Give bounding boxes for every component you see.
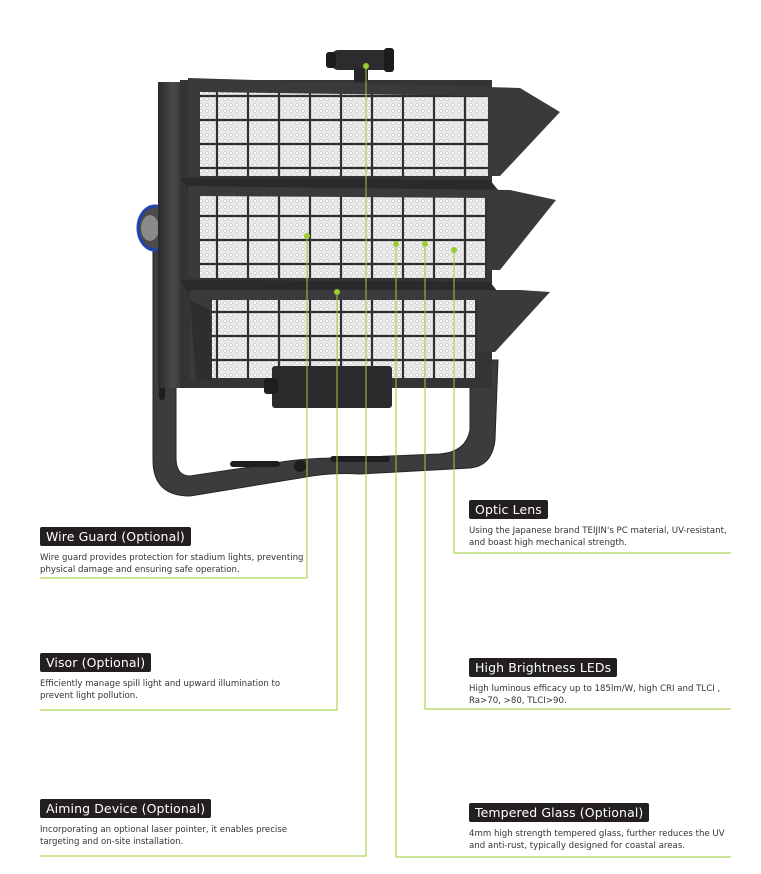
feature-tempered-glass: Tempered Glass (Optional) 4mm high stren… bbox=[469, 803, 731, 852]
feature-aiming-device: Aiming Device (Optional) Incorporating a… bbox=[40, 799, 308, 848]
callout-line-visor bbox=[40, 292, 338, 711]
feature-title: Wire Guard (Optional) bbox=[40, 527, 191, 546]
driver-box bbox=[272, 366, 392, 408]
callout-line-wire-guard bbox=[40, 236, 308, 579]
callout-line-aiming-device bbox=[40, 66, 367, 857]
callout-dot-high-brightness bbox=[422, 241, 428, 247]
feature-title: Visor (Optional) bbox=[40, 653, 152, 672]
callout-dot-tempered-glass bbox=[393, 241, 399, 247]
feature-title: Optic Lens bbox=[469, 500, 548, 519]
feature-description: Incorporating an optional laser pointer,… bbox=[40, 825, 288, 847]
feature-wire-guard: Wire Guard (Optional) Wire guard provide… bbox=[40, 527, 308, 576]
callout-line-tempered-glass bbox=[395, 244, 731, 858]
feature-title: Tempered Glass (Optional) bbox=[469, 803, 650, 822]
feature-title: Aiming Device (Optional) bbox=[40, 799, 212, 818]
callout-dot-optic-lens bbox=[451, 247, 457, 253]
callout-dot-visor bbox=[334, 289, 340, 295]
callout-line-high-brightness bbox=[424, 244, 731, 710]
feature-description: High luminous efficacy up to 185lm/W, hi… bbox=[469, 684, 721, 706]
feature-description: Wire guard provides protection for stadi… bbox=[40, 553, 304, 575]
callout-dot-wire-guard bbox=[304, 233, 310, 239]
feature-optic-lens: Optic Lens Using the Japanese brand TEIJ… bbox=[469, 500, 731, 549]
callout-dot-aiming-device bbox=[363, 63, 369, 69]
feature-title: High Brightness LEDs bbox=[469, 658, 618, 677]
feature-description: Using the Japanese brand TEIJIN's PC mat… bbox=[469, 526, 727, 548]
visor-middle bbox=[188, 186, 556, 278]
aiming-device bbox=[332, 50, 390, 70]
visor-bottom bbox=[190, 290, 550, 380]
feature-visor: Visor (Optional) Efficiently manage spil… bbox=[40, 653, 308, 702]
visor-top bbox=[188, 78, 560, 176]
feature-description: Efficiently manage spill light and upwar… bbox=[40, 679, 281, 701]
feature-high-brightness: High Brightness LEDs High luminous effic… bbox=[469, 658, 731, 707]
feature-description: 4mm high strength tempered glass, furthe… bbox=[469, 829, 725, 851]
callout-line-optic-lens bbox=[453, 250, 731, 554]
